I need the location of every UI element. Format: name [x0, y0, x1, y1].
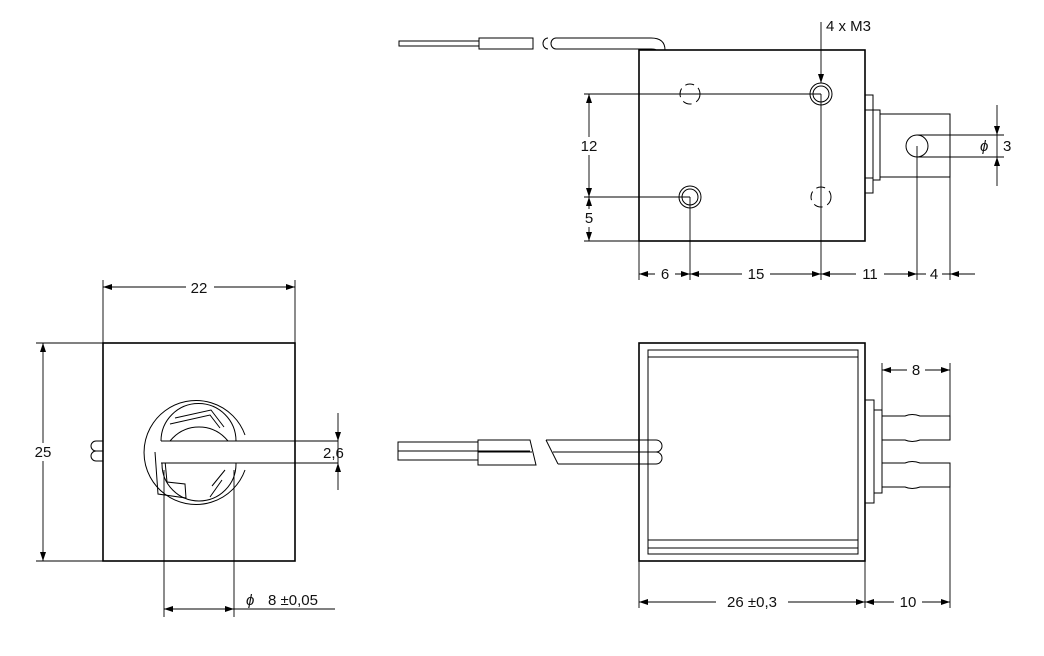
label-26: 26 ±0,3	[727, 594, 777, 611]
top-view-dimension-lines	[588, 94, 998, 275]
label-4xm3: 4 x M3	[826, 18, 871, 35]
side-view-arrowheads	[639, 367, 950, 605]
label-25: 25	[35, 444, 52, 461]
top-view-plunger	[864, 94, 951, 194]
side-view-extension-lines	[638, 363, 951, 608]
label-8: 8	[912, 362, 920, 379]
front-view-body	[102, 342, 296, 562]
side-view-plunger	[864, 399, 951, 504]
label-6: 6	[661, 266, 669, 283]
label-11: 11	[862, 266, 878, 283]
front-view-extension-lines	[36, 280, 296, 617]
side-view-dimension-lines	[639, 369, 950, 603]
label-pin-diameter: 3	[1003, 138, 1011, 155]
label-4: 4	[930, 266, 938, 283]
side-view: 8 26 ±0,3 10	[397, 342, 951, 611]
front-view-wire-stubs	[90, 440, 103, 462]
top-view-extension-lines	[584, 22, 1004, 280]
front-view-plunger	[143, 400, 338, 505]
front-view: 22 25 2,6 ϕ 8 ±0,05	[30, 278, 344, 617]
top-view-body	[638, 49, 866, 242]
front-view-arrowheads	[40, 284, 341, 612]
label-15: 15	[748, 266, 765, 283]
side-view-lead-wires	[397, 439, 663, 466]
side-view-body	[638, 342, 866, 562]
label-12: 12	[581, 138, 598, 155]
top-view-arrowheads	[586, 74, 1000, 277]
top-view: 4 x M3 12 5 6 15 11 4 ϕ 3	[398, 18, 1011, 283]
diameter-symbol-pin: ϕ	[980, 138, 988, 155]
diameter-symbol-plunger: ϕ	[246, 592, 254, 609]
top-view-mount-holes	[678, 82, 833, 209]
top-view-lead-wires	[398, 37, 666, 51]
label-22: 22	[191, 280, 208, 297]
label-10: 10	[900, 594, 917, 611]
label-plunger-diameter: 8 ±0,05	[268, 592, 318, 609]
label-2-6: 2,6	[323, 445, 344, 462]
label-5: 5	[585, 210, 593, 227]
